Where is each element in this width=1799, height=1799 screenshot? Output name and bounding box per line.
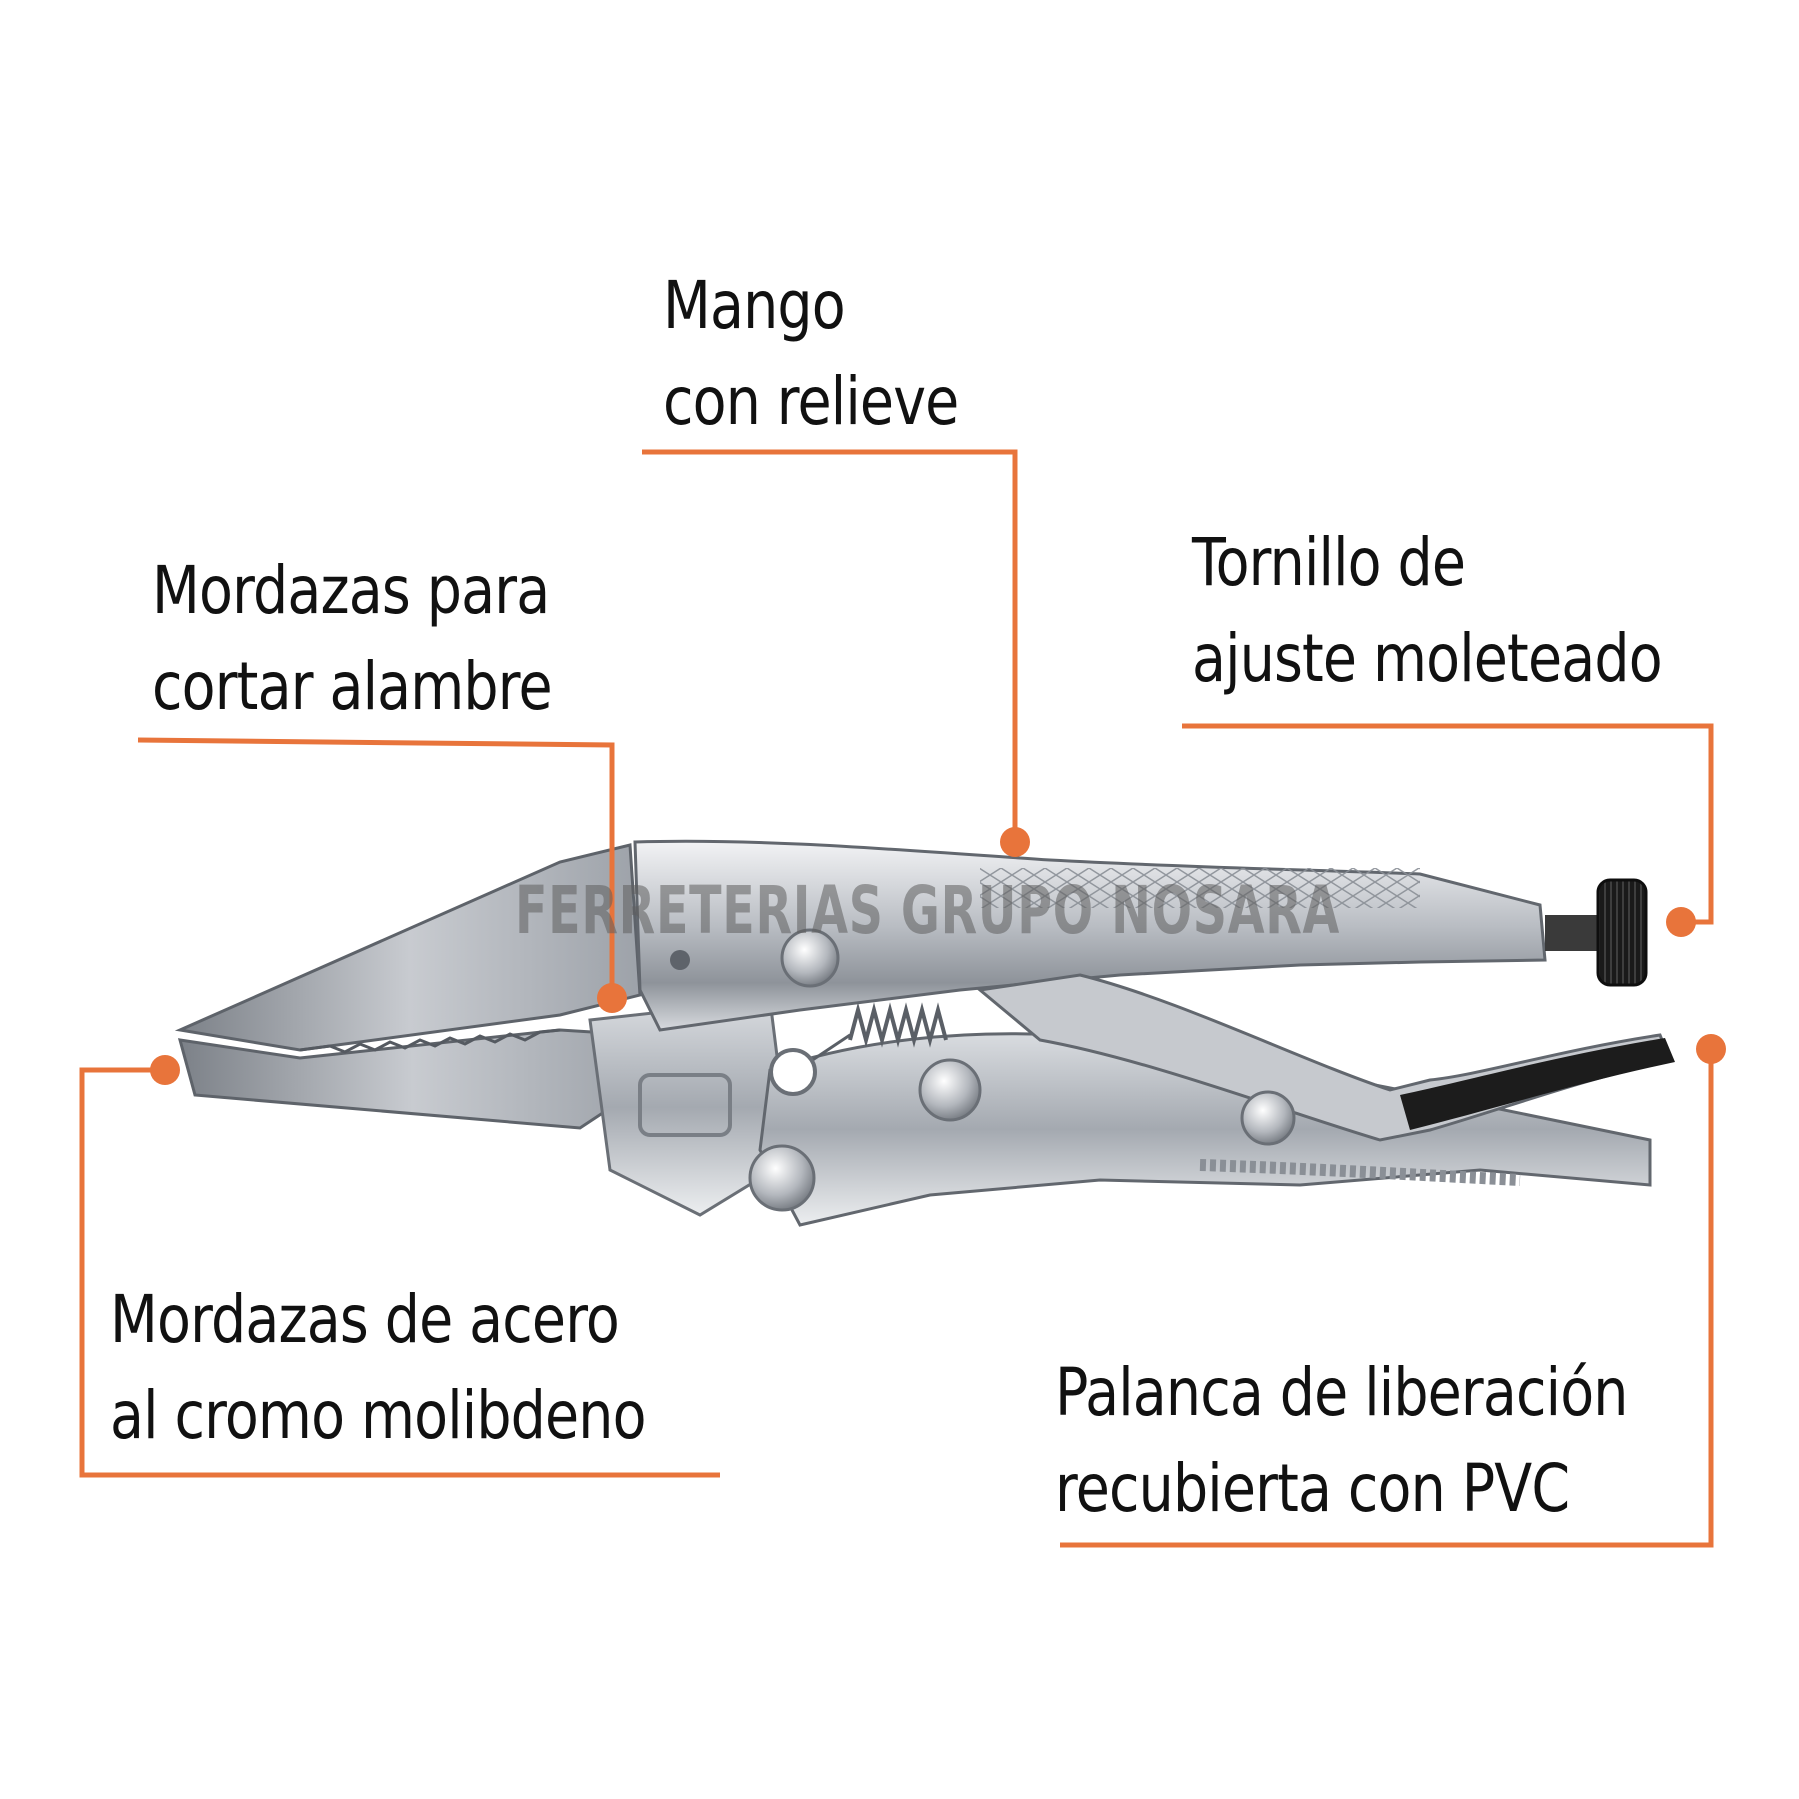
callout-mordazas-acero-line2: al cromo molibdeno	[110, 1377, 647, 1454]
callout-mordazas-cortar-line2: cortar alambre	[152, 648, 553, 725]
callout-palanca-line2: recubierta con PVC	[1055, 1450, 1570, 1527]
dot-mordazas-acero	[150, 1055, 180, 1085]
callout-mordazas-acero-line1: Mordazas de acero	[110, 1281, 620, 1358]
callout-mango-line2: con relieve	[663, 363, 959, 440]
dot-mordazas-cortar	[597, 983, 627, 1013]
callout-palanca-line1: Palanca de liberación	[1055, 1354, 1628, 1431]
callout-mordazas-acero: Mordazas de acero al cromo molibdeno	[110, 1272, 647, 1464]
leader-palanca	[1060, 1049, 1714, 1548]
locking-pliers-icon	[174, 839, 1675, 1227]
callout-tornillo-line1: Tornillo de	[1192, 524, 1466, 601]
callout-mango: Mango con relieve	[663, 258, 959, 450]
leader-mordazas-acero	[79, 1067, 720, 1478]
callout-tornillo-line2: ajuste moleteado	[1192, 620, 1663, 697]
callout-mango-line1: Mango	[663, 267, 846, 344]
callout-tornillo: Tornillo de ajuste moleteado	[1192, 515, 1663, 707]
callout-dots	[150, 827, 1726, 1085]
leader-mordazas-cortar	[137, 737, 615, 998]
callout-palanca: Palanca de liberación recubierta con PVC	[1055, 1345, 1628, 1537]
dot-palanca	[1696, 1034, 1726, 1064]
dot-mango	[1000, 827, 1030, 857]
watermark-text: FERRETERIAS GRUPO NOSARA	[515, 872, 1341, 949]
leader-mango	[642, 449, 1018, 842]
dot-tornillo	[1666, 907, 1696, 937]
callout-mordazas-cortar: Mordazas para cortar alambre	[152, 543, 553, 735]
callout-mordazas-cortar-line1: Mordazas para	[152, 552, 550, 629]
